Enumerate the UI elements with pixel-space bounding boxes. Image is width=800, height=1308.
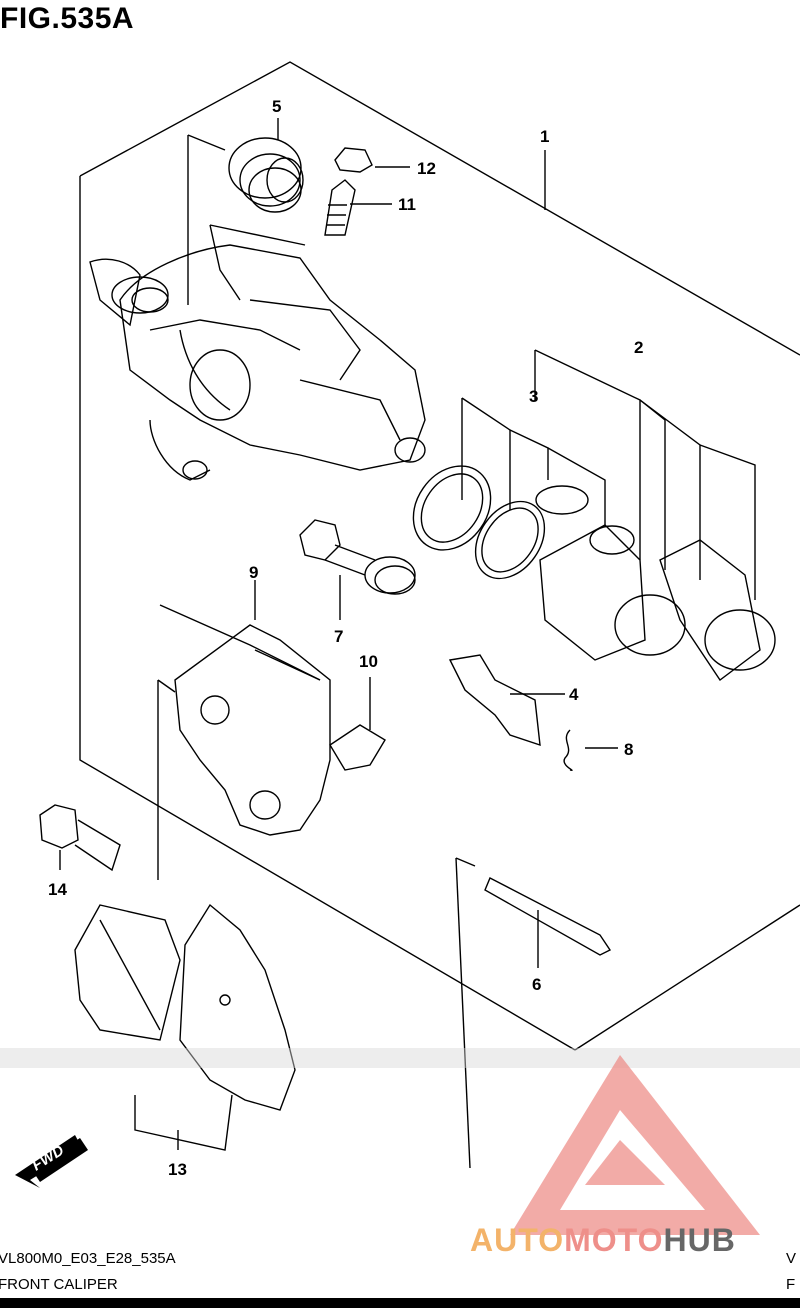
dust-boot: [228, 137, 304, 213]
callout-6: 6: [532, 975, 541, 994]
piston-seals: [412, 465, 635, 580]
assembly-outline-bottom: [79, 176, 576, 1051]
callout-8: 8: [624, 740, 633, 759]
slide-pin: [299, 519, 416, 595]
figure-title: FIG.535A: [0, 2, 135, 35]
pad-shim: [448, 654, 541, 747]
watermark-logo-icon: [510, 1055, 760, 1235]
callout-7: 7: [334, 627, 343, 646]
callout-3: 3: [529, 387, 538, 406]
caliper-bracket: [159, 604, 331, 836]
callout-9: 9: [249, 563, 258, 582]
callout-5: 5: [272, 97, 281, 116]
brand-part-auto: AUTO: [470, 1222, 565, 1258]
figure-code-next: V: [786, 1250, 797, 1267]
bottom-border: [0, 1298, 800, 1308]
callout-4: 4: [569, 685, 579, 704]
callout-2: 2: [634, 338, 643, 357]
brake-pad-set: [74, 903, 296, 1111]
pad-pin: [484, 877, 612, 956]
callout-13: 13: [168, 1160, 187, 1179]
callout-10: 10: [359, 652, 378, 671]
fwd-arrow-icon: [15, 1135, 88, 1188]
figure-name-next: F: [786, 1276, 796, 1293]
figure-code: VL800M0_E03_E28_535A: [0, 1250, 176, 1267]
callout-14: 14: [48, 880, 67, 899]
callout-11: 11: [398, 195, 416, 214]
scan-noise-band: [0, 1048, 800, 1068]
pistons: [539, 524, 776, 682]
mounting-bolt: [39, 804, 121, 872]
caliper-body: [89, 224, 426, 481]
pad-pin-clip: [563, 729, 573, 772]
brand-part-moto: MOTO: [564, 1222, 664, 1258]
figure-name: FRONT CALIPER: [0, 1276, 118, 1293]
callout-1: 1: [540, 127, 549, 146]
bleeder-cap: [334, 147, 373, 173]
callout-12: 12: [417, 159, 436, 178]
brand-part-hub: HUB: [663, 1222, 736, 1258]
assembly-outline: [79, 61, 800, 356]
bleeder-valve: [324, 179, 356, 236]
pad-spring-clip: [329, 724, 386, 771]
watermark-brand: AUTOMOTOHUB: [470, 1222, 736, 1259]
